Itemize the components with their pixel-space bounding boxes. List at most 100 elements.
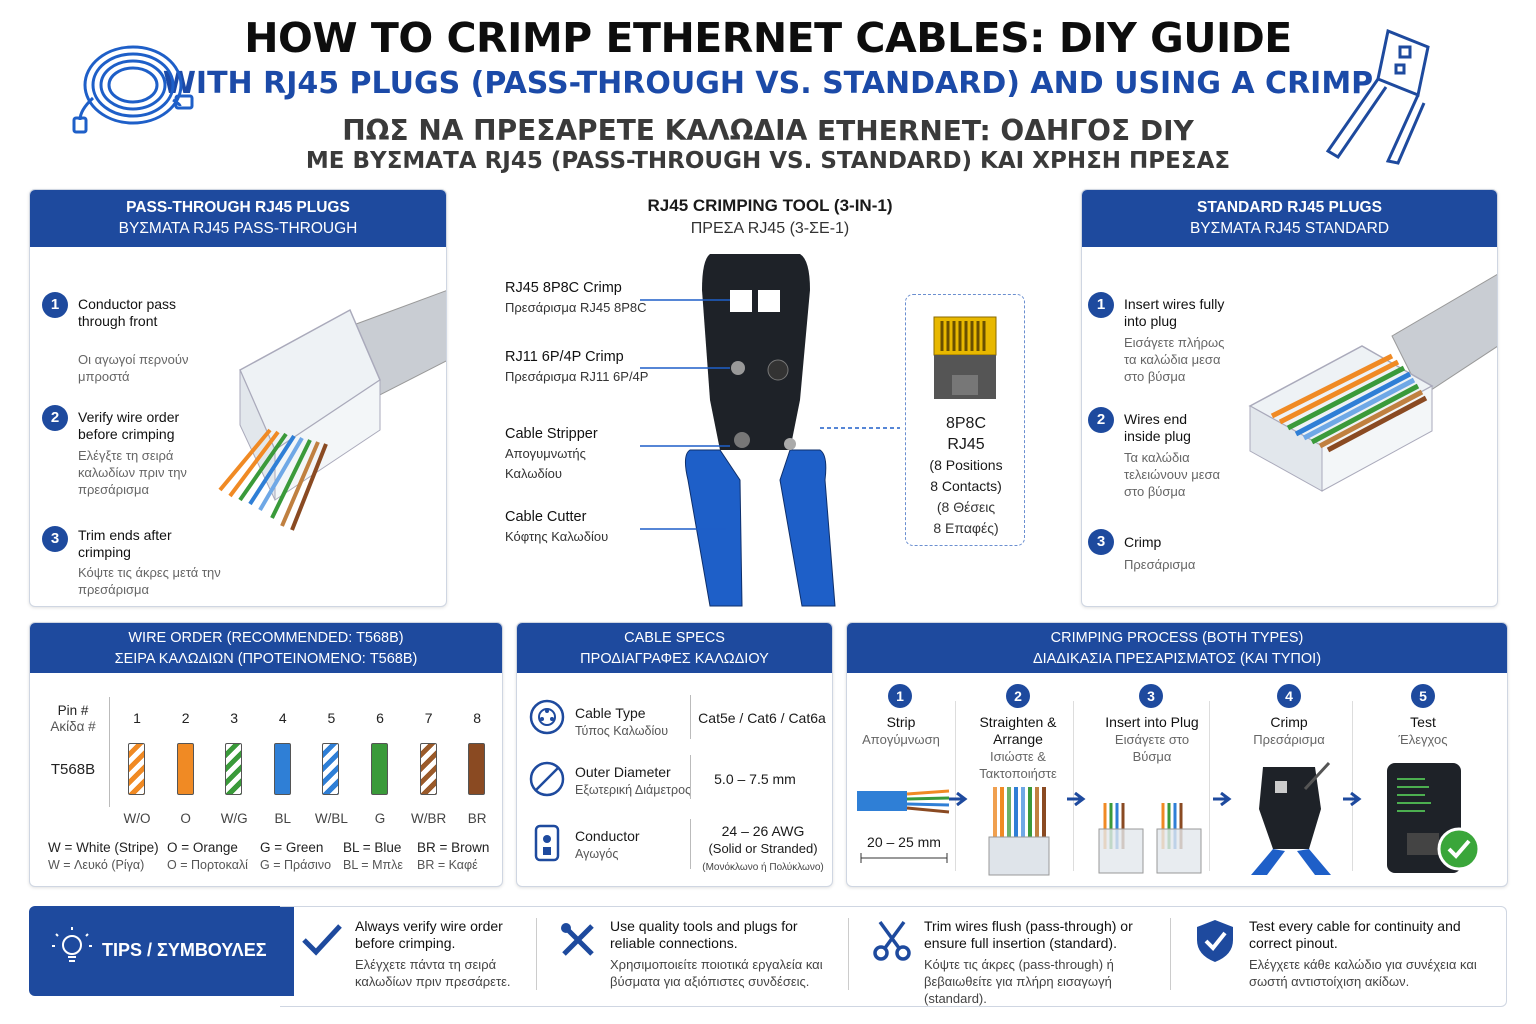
divider	[1209, 701, 1210, 871]
spec-type-value: Cat5e / Cat6 / Cat6a	[698, 710, 826, 726]
spec-conductor-gr: Αγωγός	[575, 847, 619, 861]
spec-conductor-awg: 24 – 26 AWG	[721, 823, 805, 839]
std-step2-en: Wires end inside plug	[1124, 411, 1191, 444]
pt-step1-gr: Οι αγωγοί περνούν μπροστά	[78, 352, 189, 384]
std-step3-gr: Πρεσάρισμα	[1124, 557, 1196, 572]
spec-diameter-value: 5.0 – 7.5 mm	[714, 771, 796, 787]
tip-4-gr: Ελέγχετε κάθε καλώδιο για συνέχεια και σ…	[1249, 957, 1477, 989]
tip-3: Trim wires flush (pass-through) or ensur…	[924, 918, 1159, 1007]
rj45-plug-icon	[933, 316, 997, 399]
pin-number: 3	[230, 710, 239, 726]
crimping-process-panel: CRIMPING PROCESS (BOTH TYPES)ΔΙΑΔΙΚΑΣΙΑ …	[846, 622, 1508, 887]
process-header-en: CRIMPING PROCESS (BOTH TYPES)	[1050, 630, 1304, 646]
stripped-cable-icon	[857, 789, 950, 814]
tip-2-en: Use quality tools and plugs for reliable…	[610, 918, 798, 951]
plug-contacts: 8 Contacts)	[930, 478, 1002, 494]
title-gr-sub: ΜΕ ΒΥΣΜΑΤΑ RJ45 (PASS-THROUGH VS. STANDA…	[305, 148, 1231, 174]
crimp-tool-step-icon	[1251, 761, 1331, 875]
pin-number: 8	[473, 710, 482, 726]
step-number: 3	[42, 526, 68, 552]
step-number: 5	[1411, 684, 1435, 708]
pin-number: 2	[181, 710, 190, 726]
step-crimp-en: Crimp	[1270, 714, 1308, 730]
wire-swatch	[273, 743, 291, 795]
plug-positions-gr: (8 Θέσεις	[936, 499, 996, 515]
wire-swatch	[225, 743, 243, 795]
scissors-icon	[873, 920, 911, 961]
step-strip-en: Strip	[886, 714, 916, 730]
tool-title-gr: ΠΡΕΣΑ RJ45 (3-ΣΕ-1)	[690, 220, 850, 237]
wire-order-header-en: WIRE ORDER (RECOMMENDED: T568B)	[128, 630, 404, 646]
color-legend: W = White (Stripe)W = Λευκό (Ρίγα) O = O…	[30, 839, 502, 879]
tip-3-en: Trim wires flush (pass-through) or ensur…	[924, 918, 1133, 951]
step-number: 1	[42, 292, 68, 318]
step-number: 4	[1277, 684, 1301, 708]
arranged-wires-icon	[988, 787, 1050, 876]
crimper-icon	[1325, 28, 1430, 165]
pin-number: 7	[424, 710, 433, 726]
plug-rj45: RJ45	[947, 436, 985, 453]
spec-diameter-gr: Εξωτερική Διάμετρος	[575, 783, 692, 797]
title-gr-main: ΠΩΣ ΝΑ ΠΡΕΣΑΡΕΤΕ ΚΑΛΩΔΙΑ ETHERNET: ΟΔΗΓΟ…	[342, 114, 1194, 147]
spec-conductor-solid: (Solid or Stranded)	[708, 841, 818, 856]
check-icon	[302, 924, 342, 956]
arrow-right-icon	[1343, 792, 1362, 806]
step-insert-en: Insert into Plug	[1105, 714, 1199, 730]
tool-label-stripper-gr: Απογυμνωτής Καλωδίου	[505, 446, 586, 481]
legend-white: W = White (Stripe)	[48, 840, 159, 855]
wire-code: W/G	[220, 811, 248, 826]
strip-length-arrow	[860, 853, 948, 863]
step-number: 1	[1088, 292, 1114, 318]
arrow-right-icon	[949, 792, 968, 806]
step-number: 3	[1139, 684, 1163, 708]
divider	[690, 819, 691, 869]
step-number: 2	[1088, 407, 1114, 433]
tool-title-en: RJ45 CRIMPING TOOL (3-IN-1)	[647, 196, 893, 215]
pin-number: 1	[133, 710, 141, 726]
diameter-icon	[529, 761, 565, 797]
tip-1-en: Always verify wire order before crimping…	[355, 918, 503, 951]
crimping-tool-illustration	[640, 254, 900, 607]
pass-through-header-en: PASS-THROUGH RJ45 PLUGS	[126, 199, 350, 216]
title-en-main: HOW TO CRIMP ETHERNET CABLES: DIY GUIDE	[244, 14, 1292, 62]
step-number: 2	[42, 405, 68, 431]
wire-swatch	[468, 743, 486, 795]
legend-blue-gr: BL = Μπλε	[343, 858, 403, 872]
wire-swatch	[128, 743, 145, 795]
spec-conductor-value: 24 – 26 AWG (Solid or Stranded) (Μονόκλωνο…	[693, 823, 832, 876]
insert-plug-icon	[1098, 803, 1202, 874]
wire-code: G	[374, 811, 386, 826]
tool-label-stripper-en: Cable Stripper	[505, 426, 598, 442]
step-strip-gr: Απογύμνωση	[862, 732, 940, 747]
pass-through-plug-illustration	[218, 290, 446, 531]
divider	[690, 695, 691, 739]
standard-header-gr: ΒΥΣΜΑΤΑ RJ45 STANDARD	[1189, 220, 1390, 237]
step-test-gr: Έλεγχος	[1398, 732, 1448, 747]
spec-type-gr: Τύπος Καλωδίου	[575, 724, 669, 738]
divider	[1352, 701, 1353, 871]
spec-diameter-en: Outer Diameter	[575, 764, 671, 780]
pin-label-gr: Ακίδα #	[50, 719, 96, 734]
wire-order-header-gr: ΣΕΙΡΑ ΚΑΛΩΔΙΩΝ (ΠΡΟΤΕΙΝΟΜΕΝΟ: T568B)	[114, 651, 418, 667]
pin-number: 6	[376, 710, 384, 726]
standard-header-en: STANDARD RJ45 PLUGS	[1197, 199, 1382, 216]
plug-detail-box: 8P8C RJ45 (8 Positions 8 Contacts) (8 Θέ…	[905, 294, 1025, 546]
pt-step3-en: Trim ends after crimping	[78, 527, 172, 560]
spec-conductor-gr-note: (Μονόκλωνο ή Πολύκλωνο)	[702, 862, 824, 873]
legend-orange: O = Orange	[167, 840, 238, 855]
tip-2: Use quality tools and plugs for reliable…	[610, 918, 835, 990]
cable-tester-icon	[1387, 763, 1481, 873]
legend-green-gr: G = Πράσινο	[260, 858, 332, 872]
divider	[536, 918, 537, 990]
step-insert-gr: Εισάγετε στο Βύσμα	[1114, 732, 1190, 764]
tip-3-gr: Κόψτε τις άκρες (pass-through) ή βεβαιωθ…	[924, 957, 1114, 1006]
divider	[690, 755, 691, 799]
wire-swatch	[419, 743, 437, 795]
wire-code: BR	[467, 811, 487, 826]
wire-code: W/BR	[410, 811, 447, 826]
